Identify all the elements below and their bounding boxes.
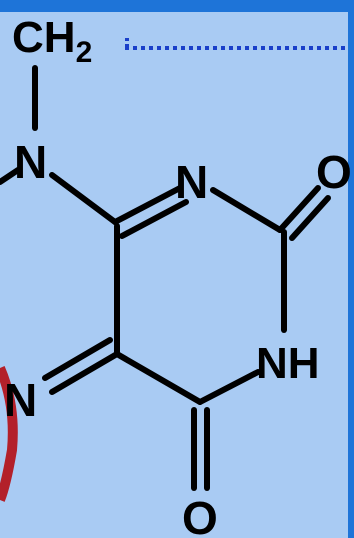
atom-ch2: CH2 [12, 13, 92, 69]
atom-n-top: N [175, 156, 208, 208]
bond-c2-o-a [277, 185, 321, 233]
right-border [348, 0, 354, 538]
bond-junction-c4 [114, 351, 203, 405]
atom-n-left: N [14, 136, 47, 188]
bond-n-c-junction [49, 172, 118, 225]
diagram-panel [0, 12, 348, 538]
atom-ch2-subscript: 2 [76, 36, 93, 69]
bond-c2-o-b [289, 195, 331, 241]
atom-nh: NH [256, 339, 320, 388]
atom-o-right: O [316, 146, 352, 198]
atom-o-bottom: O [182, 492, 218, 538]
top-border [0, 0, 354, 12]
bond-c-n-top-a [112, 185, 183, 225]
bond-junction-n-bl-b [42, 337, 113, 381]
atom-n-bottom-left: N [4, 374, 37, 426]
bond-c-n-top-b [119, 199, 189, 239]
bond-junction-n-bl-a [49, 351, 120, 395]
bond-n-top-c2 [210, 187, 283, 233]
bond-c4-nh [197, 369, 261, 405]
bond-n-left-edge [0, 167, 21, 185]
highlight-ring [0, 366, 18, 502]
